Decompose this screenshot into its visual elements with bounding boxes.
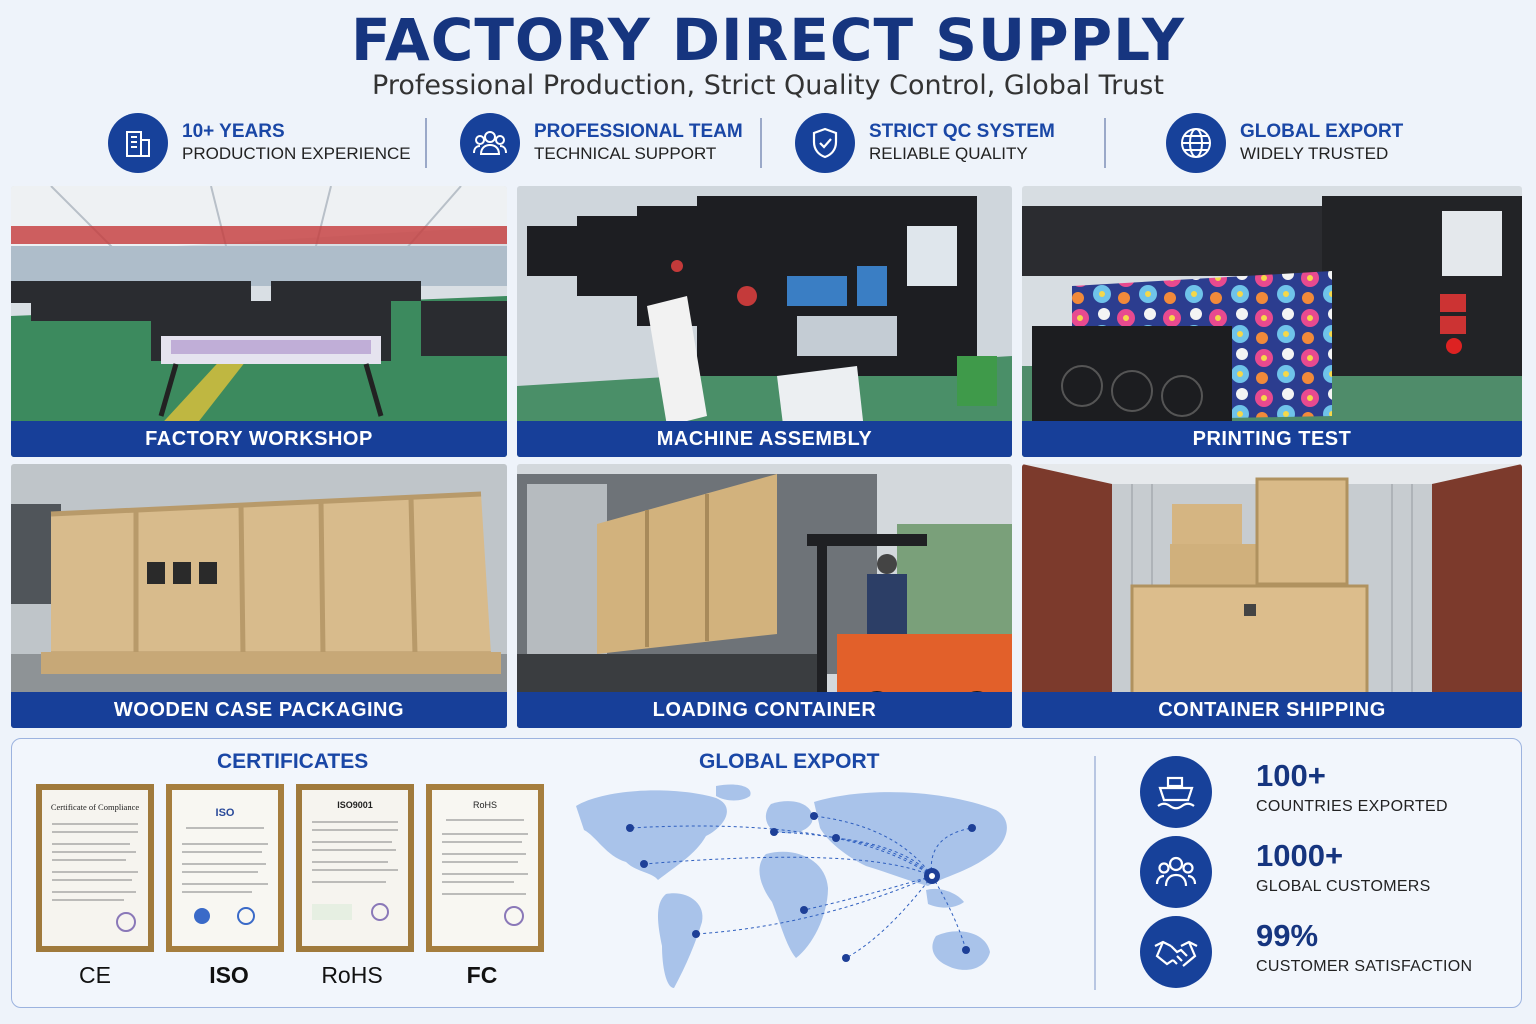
stat-value: 1000+ bbox=[1256, 838, 1344, 873]
wooden-case-image bbox=[11, 464, 507, 728]
certificate-frame-image: ISO bbox=[166, 784, 284, 952]
divider bbox=[1104, 118, 1106, 168]
photo-loading-container: LOADING CONTAINER bbox=[517, 464, 1012, 728]
certificate-iso9001: ISO9001 bbox=[296, 784, 414, 952]
loading-container-image bbox=[517, 464, 1012, 728]
photo-caption: WOODEN CASE PACKAGING bbox=[11, 692, 507, 728]
fc-mark: FC bbox=[466, 962, 498, 988]
factory-workshop-image bbox=[11, 186, 507, 457]
feature-line1: PROFESSIONAL TEAM bbox=[534, 121, 743, 142]
iso-mark: ISO bbox=[209, 962, 249, 988]
certificate-doc-title: ISO bbox=[216, 807, 235, 819]
stat-label: CUSTOMER SATISFACTION bbox=[1256, 958, 1473, 975]
stat-satisfaction: 99% CUSTOMER SATISFACTION bbox=[1140, 916, 1520, 992]
world-map-image bbox=[576, 784, 1007, 988]
stat-label: COUNTRIES EXPORTED bbox=[1256, 798, 1448, 815]
certificate-frame-image: ISO9001 bbox=[296, 784, 414, 952]
stat-value: 100+ bbox=[1256, 758, 1326, 793]
container-shipping-image bbox=[1022, 464, 1522, 728]
certificates-title: CERTIFICATES bbox=[217, 750, 369, 773]
team-icon bbox=[460, 113, 520, 173]
stat-value: 99% bbox=[1256, 918, 1319, 953]
feature-line1: STRICT QC SYSTEM bbox=[869, 121, 1055, 142]
handshake-icon bbox=[1140, 916, 1212, 988]
certificate-ce: Certificate of Compliance bbox=[36, 784, 154, 952]
feature-export: GLOBAL EXPORT WIDELY TRUSTED bbox=[1166, 108, 1403, 178]
divider bbox=[760, 118, 762, 168]
certificate-doc-title: RoHS bbox=[473, 800, 497, 810]
feature-line2: RELIABLE QUALITY bbox=[869, 144, 1028, 163]
rohs-mark: RoHS bbox=[321, 962, 383, 988]
feature-qc: STRICT QC SYSTEM RELIABLE QUALITY bbox=[795, 108, 1055, 178]
stat-customers: 1000+ GLOBAL CUSTOMERS bbox=[1140, 836, 1520, 912]
location-pin-icons bbox=[626, 812, 976, 962]
divider bbox=[425, 118, 427, 168]
photo-printing-test: PRINTING TEST bbox=[1022, 186, 1522, 457]
global-export-title: GLOBAL EXPORT bbox=[699, 750, 880, 773]
feature-line2: TECHNICAL SUPPORT bbox=[534, 144, 717, 163]
certificate-rohs: RoHS bbox=[426, 784, 544, 952]
printing-test-image bbox=[1022, 186, 1522, 457]
feature-team: PROFESSIONAL TEAM TECHNICAL SUPPORT bbox=[460, 108, 743, 178]
photo-factory-workshop: FACTORY WORKSHOP bbox=[11, 186, 507, 457]
stat-countries: 100+ COUNTRIES EXPORTED bbox=[1140, 756, 1520, 832]
photo-caption: LOADING CONTAINER bbox=[517, 692, 1012, 728]
certificate-doc-title: ISO9001 bbox=[337, 800, 373, 810]
certificate-frame-image: RoHS bbox=[426, 784, 544, 952]
page-subtitle: Professional Production, Strict Quality … bbox=[372, 70, 1164, 101]
certificate-frame-image: Certificate of Compliance bbox=[36, 784, 154, 952]
ship-icon bbox=[1140, 756, 1212, 828]
feature-experience: 10+ YEARS PRODUCTION EXPERIENCE bbox=[108, 108, 411, 178]
feature-line1: GLOBAL EXPORT bbox=[1240, 121, 1404, 142]
page-title: FACTORY DIRECT SUPPLY bbox=[350, 6, 1186, 74]
photo-container-shipping: CONTAINER SHIPPING bbox=[1022, 464, 1522, 728]
divider bbox=[1094, 756, 1096, 990]
photo-caption: PRINTING TEST bbox=[1022, 421, 1522, 457]
machine-assembly-image bbox=[517, 186, 1012, 457]
feature-line2: WIDELY TRUSTED bbox=[1240, 144, 1389, 163]
photo-caption: FACTORY WORKSHOP bbox=[11, 421, 507, 457]
feature-strip: 10+ YEARS PRODUCTION EXPERIENCE PROFESSI… bbox=[0, 108, 1536, 178]
stat-label: GLOBAL CUSTOMERS bbox=[1256, 878, 1431, 895]
customers-icon bbox=[1140, 836, 1212, 908]
photo-caption: CONTAINER SHIPPING bbox=[1022, 692, 1522, 728]
building-icon bbox=[108, 113, 168, 173]
shield-check-icon bbox=[795, 113, 855, 173]
feature-line2: PRODUCTION EXPERIENCE bbox=[182, 144, 411, 163]
certificate-iso: ISO bbox=[166, 784, 284, 952]
certificate-doc-title: Certificate of Compliance bbox=[51, 802, 139, 812]
feature-line1: 10+ YEARS bbox=[182, 121, 285, 142]
globe-icon bbox=[1166, 113, 1226, 173]
ce-mark: CE bbox=[79, 962, 111, 988]
photo-wooden-case-packaging: WOODEN CASE PACKAGING bbox=[11, 464, 507, 728]
photo-caption: MACHINE ASSEMBLY bbox=[517, 421, 1012, 457]
photo-machine-assembly: MACHINE ASSEMBLY bbox=[517, 186, 1012, 457]
